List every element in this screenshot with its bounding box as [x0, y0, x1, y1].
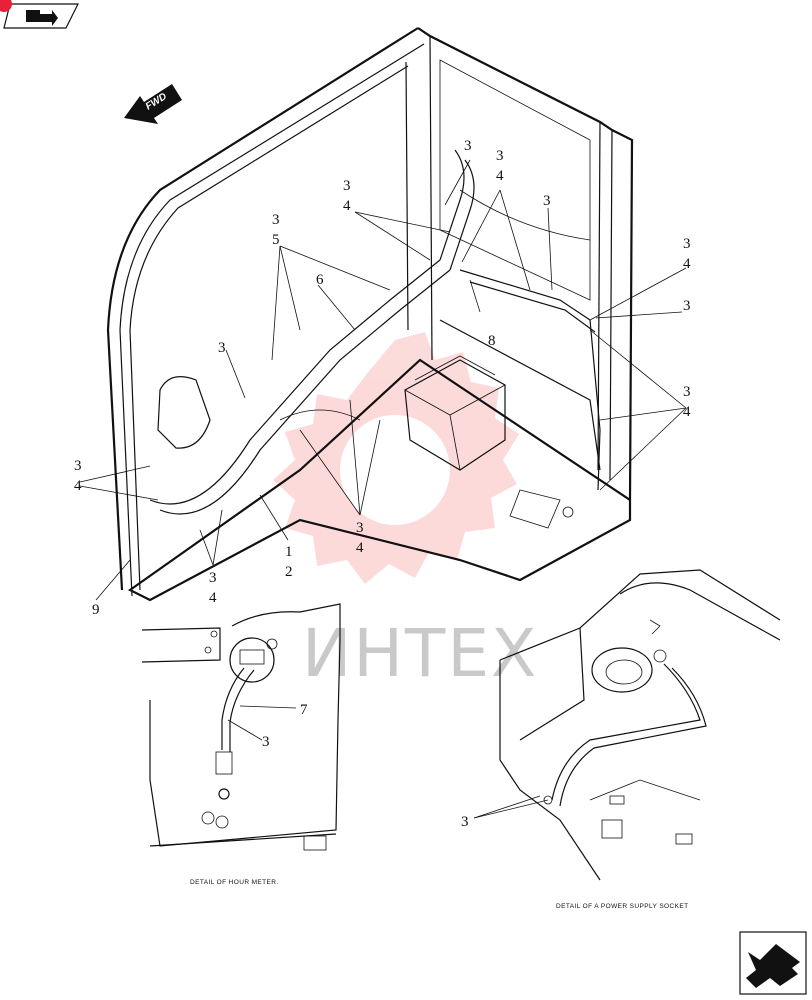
hour-meter-caption: DETAIL OF HOUR METER.: [190, 879, 279, 886]
callout-9: 9: [92, 602, 100, 618]
watermark-text: ИНТЕХ: [302, 615, 538, 692]
callout-1: 1: [285, 544, 293, 560]
callout-3: 3: [461, 814, 469, 830]
callout-2: 2: [285, 564, 293, 580]
callout-3: 3: [218, 340, 226, 356]
power-socket-detail: [473, 569, 781, 881]
callout-3: 3: [262, 734, 270, 750]
callout-5: 5: [272, 232, 280, 248]
callout-4: 4: [74, 478, 82, 494]
callout-6: 6: [316, 272, 324, 288]
callout-4: 4: [496, 168, 504, 184]
red-corner-marker-icon: [0, 0, 12, 12]
leader-lines: [79, 159, 687, 601]
watermark-logo: [273, 332, 519, 584]
callout-4: 4: [343, 198, 351, 214]
prev-page-icon[interactable]: [3, 3, 79, 29]
callout-4: 4: [209, 590, 217, 606]
callout-4: 4: [683, 256, 691, 272]
callout-3: 3: [74, 458, 82, 474]
callout-3: 3: [272, 212, 280, 228]
callout-labels: 3 4 3 4 3 4 3 3 4 3 3 5 6 8 3 3 4 3 4 3 …: [74, 138, 691, 830]
hour-meter-detail: [141, 603, 341, 851]
callout-3: 3: [543, 193, 551, 209]
callout-4: 4: [356, 540, 364, 556]
callout-8: 8: [488, 333, 496, 349]
callout-3: 3: [464, 138, 472, 154]
callout-3: 3: [496, 148, 504, 164]
callout-3: 3: [683, 236, 691, 252]
callout-3: 3: [683, 384, 691, 400]
power-socket-caption: DETAIL OF A POWER SUPPLY SOCKET: [556, 903, 688, 910]
callout-7: 7: [300, 702, 308, 718]
cab-frame: [106, 27, 634, 602]
callout-3: 3: [356, 520, 364, 536]
next-page-icon[interactable]: [739, 931, 807, 995]
callout-3: 3: [343, 178, 351, 194]
callout-3: 3: [683, 298, 691, 314]
callout-3: 3: [209, 570, 217, 586]
callout-4: 4: [683, 404, 691, 420]
fwd-arrow-icon: FWD: [124, 84, 182, 124]
